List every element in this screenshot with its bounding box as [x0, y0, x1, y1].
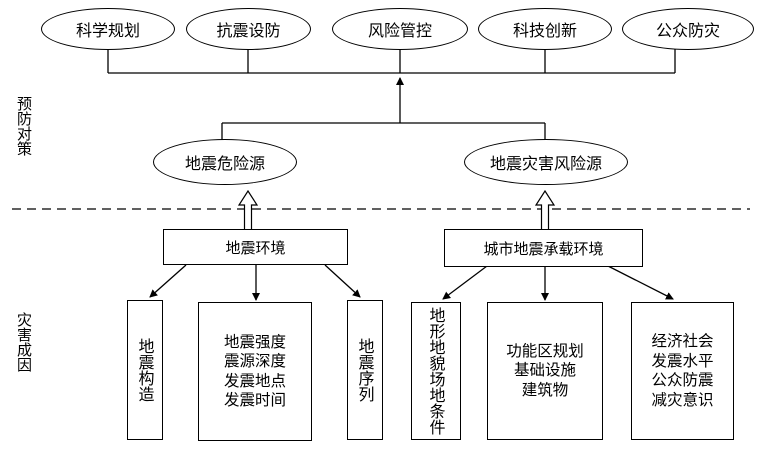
oval-seismic-disaster-risk-source: 地震灾害风险源 — [464, 139, 628, 185]
box-urban-seismic-bearing-environment: 城市地震承载环境 — [444, 229, 643, 267]
box-terrain-site-conditions: 地形地貌场地条件 — [411, 302, 461, 440]
measure-scientific-planning: 科学规划 — [41, 8, 175, 50]
measure-public-prevention: 公众防灾 — [622, 8, 754, 50]
box-socioeconomic-awareness: 经济社会 发震水平 公众防震 减灾意识 — [631, 302, 734, 440]
label-disaster-causes: 灾害成因 — [15, 312, 33, 372]
box-seismic-environment: 地震环境 — [163, 229, 348, 265]
label-prevention-measures: 预防对策 — [15, 96, 33, 156]
measure-tech-innovation: 科技创新 — [478, 8, 612, 50]
measure-seismic-fortification: 抗震设防 — [186, 8, 311, 50]
box-infrastructure: 功能区规划 基础设施 建筑物 — [487, 302, 603, 440]
oval-seismic-hazard-source: 地震危险源 — [153, 139, 297, 185]
measure-risk-control: 风险管控 — [332, 8, 468, 50]
box-seismic-sequence: 地震序列 — [347, 300, 383, 440]
box-seismic-parameters: 地震强度 震源深度 发震地点 发震时间 — [198, 302, 312, 441]
box-seismic-structure: 地震构造 — [127, 300, 163, 440]
